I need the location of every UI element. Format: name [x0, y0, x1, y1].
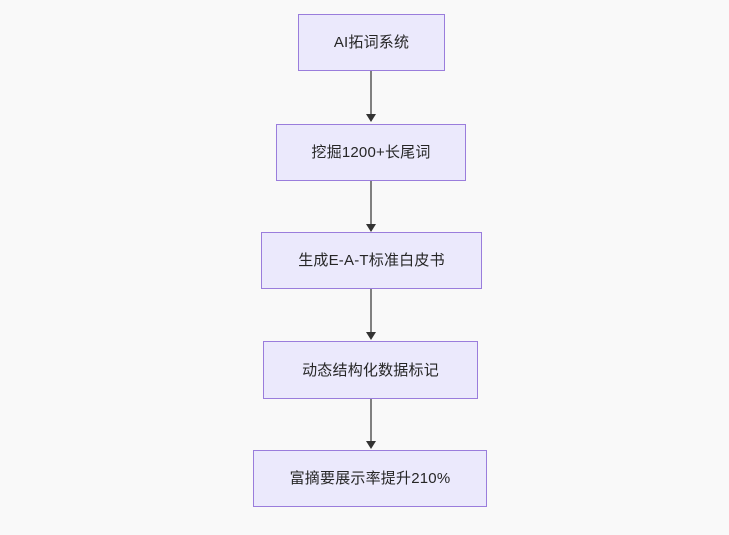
- flowchart-arrowhead-4-5: [366, 441, 376, 449]
- flowchart-node-2[interactable]: 挖掘1200+长尾词: [276, 124, 466, 181]
- flowchart-node-5-label: 富摘要展示率提升210%: [289, 470, 451, 487]
- flowchart-node-3[interactable]: 生成E-A-T标准白皮书: [261, 232, 482, 289]
- flowchart-node-3-label: 生成E-A-T标准白皮书: [298, 252, 445, 269]
- flowchart-node-4-label: 动态结构化数据标记: [302, 361, 439, 379]
- flowchart-arrowhead-1-2: [366, 114, 376, 122]
- flowchart-connector-1-2: [370, 71, 372, 116]
- flowchart-connector-4-5: [370, 399, 372, 443]
- flowchart-node-1-label: AI拓词系统: [333, 34, 410, 51]
- flowchart-arrowhead-2-3: [366, 224, 376, 232]
- flowchart-connector-2-3: [370, 181, 372, 226]
- flowchart-node-1[interactable]: AI拓词系统: [298, 14, 445, 71]
- flowchart-node-5[interactable]: 富摘要展示率提升210%: [253, 450, 487, 507]
- flowchart-arrowhead-3-4: [366, 332, 376, 340]
- flowchart-node-2-label: 挖掘1200+长尾词: [311, 144, 431, 161]
- flowchart-node-4[interactable]: 动态结构化数据标记: [263, 341, 478, 399]
- flowchart-connector-3-4: [370, 289, 372, 334]
